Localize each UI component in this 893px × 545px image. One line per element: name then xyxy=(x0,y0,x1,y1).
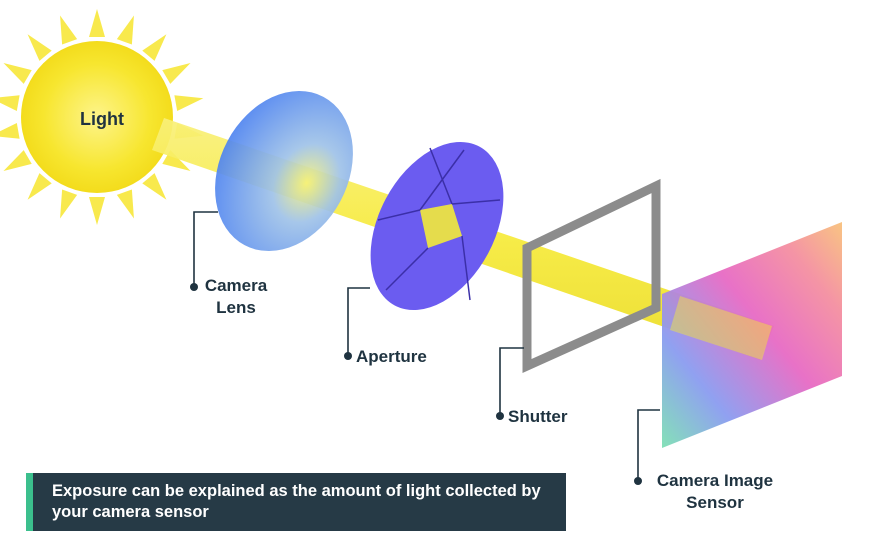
shutter-frame xyxy=(522,178,661,373)
sun-rays xyxy=(0,9,204,225)
light-beam-end xyxy=(670,296,772,360)
aperture-leader-line xyxy=(347,287,370,356)
lens-leader-line xyxy=(193,211,218,287)
camera-lens xyxy=(215,90,353,252)
sun xyxy=(0,9,204,225)
shutter-leader-line xyxy=(499,347,524,416)
camera-lens-label-line2: Lens xyxy=(216,298,256,317)
shutter-leader-dot xyxy=(496,412,504,420)
sensor-leader-line xyxy=(637,409,660,481)
shutter-label: Shutter xyxy=(508,407,568,426)
leader-lines xyxy=(193,211,660,481)
aperture-leader-dot xyxy=(344,352,352,360)
aperture-label: Aperture xyxy=(356,347,427,366)
camera-image-sensor-label-line1: Camera Image xyxy=(656,471,774,490)
sensor-leader-dot xyxy=(634,477,642,485)
sun-disc xyxy=(21,41,173,193)
aperture xyxy=(370,141,504,311)
camera-lens-label: Camera Lens xyxy=(196,275,276,319)
lens-leader-dot xyxy=(190,283,198,291)
light-label: Light xyxy=(80,109,124,129)
caption-box: Exposure can be explained as the amount … xyxy=(26,473,566,531)
camera-image-sensor xyxy=(662,222,842,448)
camera-image-sensor-label: Camera Image Sensor xyxy=(640,470,790,514)
leader-dots xyxy=(190,283,642,485)
camera-lens-label-line1: Camera xyxy=(204,276,268,295)
caption-text: Exposure can be explained as the amount … xyxy=(52,482,541,521)
camera-image-sensor-label-line2: Sensor xyxy=(686,493,744,512)
